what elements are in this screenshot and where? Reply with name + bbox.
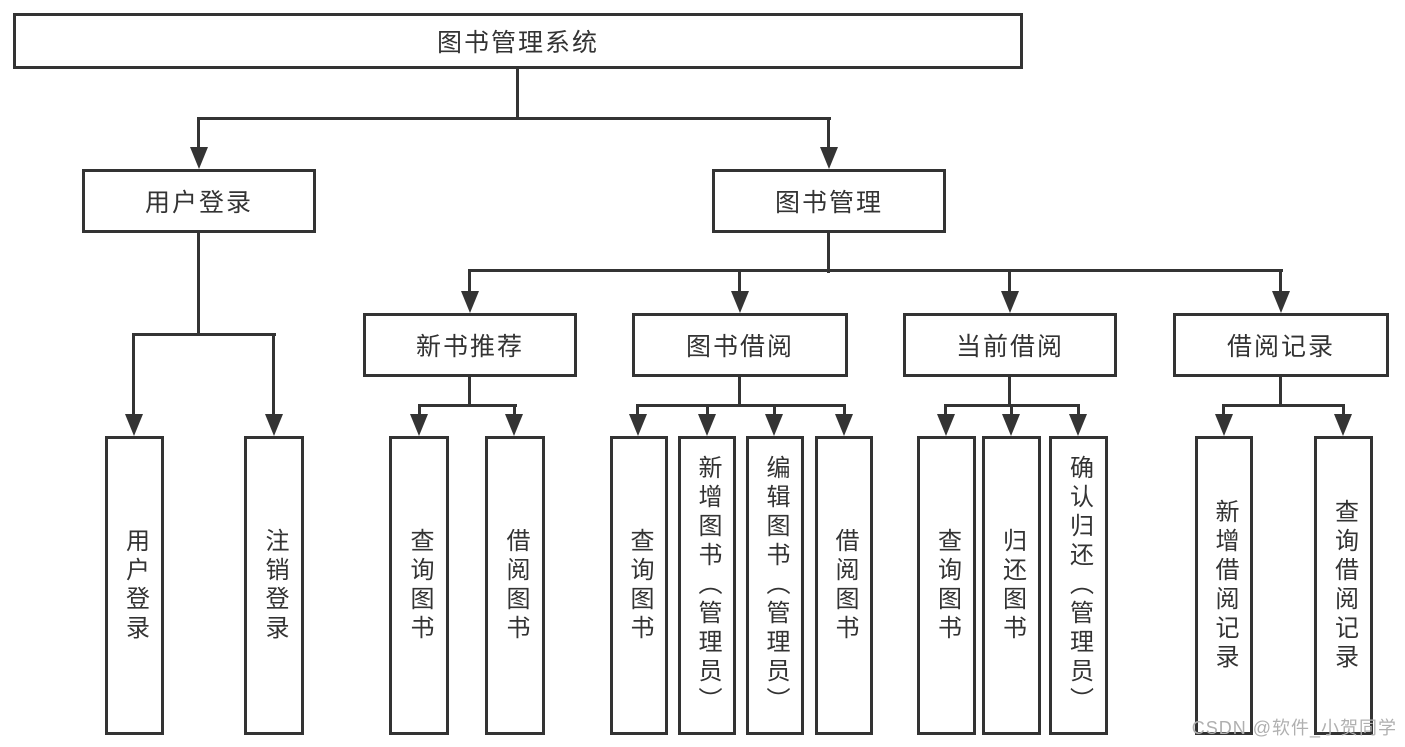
node-book-management: 图书管理 bbox=[712, 169, 946, 233]
connector-line bbox=[827, 233, 830, 273]
leaf-nb-borrow-books-label: 借阅图书 bbox=[502, 527, 529, 644]
arrow-down-icon bbox=[698, 414, 716, 436]
connector-line bbox=[1008, 377, 1011, 407]
node-current-borrow: 当前借阅 bbox=[903, 313, 1117, 377]
node-user-login-label: 用户登录 bbox=[144, 189, 253, 217]
leaf-nb-query-books: 查询图书 bbox=[389, 436, 449, 735]
arrow-down-icon bbox=[1002, 414, 1020, 436]
leaf-br-query-record-label: 查询借阅记录 bbox=[1330, 498, 1358, 673]
leaf-nb-query-books-label: 查询图书 bbox=[406, 527, 433, 644]
arrow-down-icon bbox=[937, 414, 955, 436]
leaf-bb-query-books: 查询图书 bbox=[610, 436, 668, 735]
arrow-down-icon bbox=[125, 414, 143, 436]
arrow-down-icon bbox=[835, 414, 853, 436]
leaf-bb-edit-books-admin-label: 编辑图书（管理员） bbox=[762, 455, 789, 716]
connector-line bbox=[1279, 377, 1282, 407]
node-user-login: 用户登录 bbox=[82, 169, 316, 233]
connector-line bbox=[197, 233, 200, 336]
connector-line bbox=[516, 69, 519, 120]
leaf-cb-confirm-return-admin: 确认归还（管理员） bbox=[1049, 436, 1108, 735]
leaf-nb-borrow-books: 借阅图书 bbox=[485, 436, 545, 735]
connector-line bbox=[1279, 269, 1282, 294]
leaf-logout-label: 注销登录 bbox=[261, 527, 288, 644]
arrow-down-icon bbox=[629, 414, 647, 436]
node-new-book-recommend-label: 新书推荐 bbox=[415, 333, 524, 361]
connector-line bbox=[1010, 404, 1013, 417]
connector-line bbox=[418, 404, 517, 407]
connector-line bbox=[636, 404, 846, 407]
leaf-cb-return-books-label: 归还图书 bbox=[998, 527, 1026, 644]
connector-line bbox=[468, 269, 471, 294]
arrow-down-icon bbox=[765, 414, 783, 436]
connector-line bbox=[1008, 269, 1011, 294]
csdn-watermark: CSDN @软件_小贺同学 bbox=[1191, 718, 1397, 738]
connector-line bbox=[827, 117, 830, 150]
node-new-book-recommend: 新书推荐 bbox=[363, 313, 577, 377]
arrow-down-icon bbox=[1215, 414, 1233, 436]
leaf-bb-add-books-admin-label: 新增图书（管理员） bbox=[694, 455, 721, 716]
leaf-user-login: 用户登录 bbox=[105, 436, 164, 735]
connector-line bbox=[468, 377, 471, 407]
node-current-borrow-label: 当前借阅 bbox=[955, 333, 1064, 361]
leaf-logout: 注销登录 bbox=[244, 436, 304, 735]
connector-line bbox=[1077, 404, 1080, 417]
connector-line bbox=[706, 404, 709, 417]
node-book-borrow: 图书借阅 bbox=[632, 313, 848, 377]
leaf-cb-query-books: 查询图书 bbox=[917, 436, 976, 735]
arrow-down-icon bbox=[410, 414, 428, 436]
connector-line bbox=[773, 404, 776, 417]
leaf-cb-confirm-return-admin-label: 确认归还（管理员） bbox=[1065, 455, 1093, 716]
connector-line bbox=[132, 333, 276, 336]
connector-line bbox=[513, 404, 516, 417]
arrow-down-icon bbox=[1272, 291, 1290, 313]
arrow-down-icon bbox=[731, 291, 749, 313]
arrow-down-icon bbox=[1001, 291, 1019, 313]
leaf-bb-add-books-admin: 新增图书（管理员） bbox=[678, 436, 736, 735]
leaf-br-add-record: 新增借阅记录 bbox=[1195, 436, 1253, 735]
leaf-br-add-record-label: 新增借阅记录 bbox=[1211, 498, 1238, 673]
leaf-bb-borrow-books-label: 借阅图书 bbox=[831, 527, 858, 644]
arrow-down-icon bbox=[461, 291, 479, 313]
connector-line bbox=[418, 404, 421, 417]
connector-line bbox=[636, 404, 639, 417]
node-borrow-records-label: 借阅记录 bbox=[1226, 333, 1335, 361]
connector-line bbox=[468, 269, 1283, 272]
arrow-down-icon bbox=[190, 147, 208, 169]
leaf-bb-borrow-books: 借阅图书 bbox=[815, 436, 873, 735]
leaf-bb-edit-books-admin: 编辑图书（管理员） bbox=[746, 436, 804, 735]
leaf-cb-return-books: 归还图书 bbox=[982, 436, 1041, 735]
connector-line bbox=[738, 269, 741, 294]
leaf-user-login-label: 用户登录 bbox=[121, 527, 149, 644]
connector-line bbox=[197, 117, 831, 120]
arrow-down-icon bbox=[265, 414, 283, 436]
connector-line bbox=[738, 377, 741, 407]
arrow-down-icon bbox=[1334, 414, 1352, 436]
connector-line bbox=[843, 404, 846, 417]
node-root: 图书管理系统 bbox=[13, 13, 1023, 69]
connector-line bbox=[1222, 404, 1225, 417]
arrow-down-icon bbox=[1069, 414, 1087, 436]
leaf-cb-query-books-label: 查询图书 bbox=[933, 527, 961, 644]
leaf-br-query-record: 查询借阅记录 bbox=[1314, 436, 1373, 735]
connector-line bbox=[132, 333, 135, 417]
connector-line bbox=[944, 404, 947, 417]
arrow-down-icon bbox=[505, 414, 523, 436]
connector-line bbox=[1222, 404, 1345, 407]
connector-line bbox=[197, 117, 200, 150]
connector-line bbox=[1342, 404, 1345, 417]
arrow-down-icon bbox=[820, 147, 838, 169]
leaf-bb-query-books-label: 查询图书 bbox=[626, 527, 653, 644]
node-book-management-label: 图书管理 bbox=[774, 189, 883, 217]
connector-line bbox=[272, 333, 275, 417]
node-book-borrow-label: 图书借阅 bbox=[685, 333, 794, 361]
node-borrow-records: 借阅记录 bbox=[1173, 313, 1389, 377]
node-root-label: 图书管理系统 bbox=[436, 29, 599, 57]
